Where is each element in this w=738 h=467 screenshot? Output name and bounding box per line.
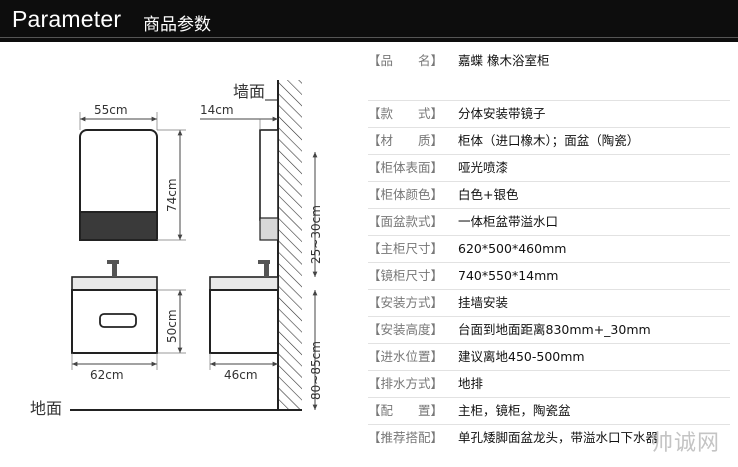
spec-list: 【品 名】嘉蝶 橡木浴室柜 【款 式】分体安装带镜子 【材 质】柜体（进口橡木）…: [368, 48, 730, 451]
spec-label: 【面盆款式】: [368, 214, 444, 229]
spec-value: 挂墙安装: [458, 295, 509, 310]
spec-label: 【品 名】: [368, 53, 444, 68]
dim-mirror-depth: 14cm: [200, 103, 234, 117]
spec-label: 【排水方式】: [368, 376, 444, 391]
spec-label: 【材 质】: [368, 133, 444, 148]
spec-row: 【材 质】柜体（进口橡木）；面盆（陶瓷）: [368, 127, 730, 154]
spec-label: 【进水位置】: [368, 349, 444, 364]
spec-row: 【安装高度】台面到地面距离830mm+_30mm: [368, 316, 730, 343]
header-title-en: Parameter: [12, 6, 122, 32]
spec-row: 【进水位置】建议离地450-500mm: [368, 343, 730, 370]
spec-value: 620*500*460mm: [458, 241, 567, 256]
spec-label: 【镜柜尺寸】: [368, 268, 444, 283]
mirror-front-view: [79, 129, 158, 241]
spec-row: 【柜体颜色】白色+银色: [368, 181, 730, 208]
spec-value: 嘉蝶 橡木浴室柜: [458, 53, 550, 68]
header-bar: Parameter 商品参数: [0, 0, 738, 42]
spec-row: [368, 74, 730, 100]
spec-value: 分体安装带镜子: [458, 106, 546, 121]
spec-label: 【款 式】: [368, 106, 444, 121]
spec-row: 【配 置】主柜，镜柜，陶瓷盆: [368, 397, 730, 424]
spec-value: 主柜，镜柜，陶瓷盆: [458, 403, 571, 418]
wall-label: 墙面: [233, 82, 265, 101]
spec-row: 【排水方式】地排: [368, 370, 730, 397]
spec-label: 【配 置】: [368, 403, 444, 418]
spec-value: 地排: [458, 376, 484, 391]
dimension-diagram: 地面 墙面 55cm 74cm 14cm 25~30cm 50cm 62cm 4…: [30, 80, 323, 418]
spec-value: 柜体（进口橡木）；面盆（陶瓷）: [458, 133, 640, 148]
floor-label: 地面: [30, 399, 62, 418]
cabinet-front-view: [71, 260, 158, 354]
spec-row: 【面盆款式】一体柜盆带溢水口: [368, 208, 730, 235]
wall-hatch: [278, 80, 302, 410]
spec-value: 建议离地450-500mm: [458, 349, 585, 364]
spec-label: 【推荐搭配】: [368, 430, 444, 445]
spec-row: 【品 名】嘉蝶 橡木浴室柜: [368, 48, 730, 74]
mirror-side-view: [259, 129, 279, 241]
spec-row: 【柜体表面】哑光喷漆: [368, 154, 730, 181]
spec-value: 740*550*14mm: [458, 268, 559, 283]
spec-row: 【主柜尺寸】 620*500*460mm: [368, 235, 730, 262]
cabinet-side-view: [209, 260, 279, 354]
dim-mirror-width: 55cm: [94, 103, 128, 117]
spec-row: 【款 式】分体安装带镜子: [368, 100, 730, 127]
spec-row: 【推荐搭配】单孔矮脚面盆龙头，带溢水口下水器: [368, 424, 730, 451]
spec-row: 【镜柜尺寸】 740*550*14mm: [368, 262, 730, 289]
spec-value: 台面到地面距离830mm+_30mm: [458, 322, 651, 337]
dim-mount-height: 80~85cm: [309, 341, 323, 400]
spec-label: 【安装高度】: [368, 322, 444, 337]
header-title-cn: 商品参数: [143, 15, 211, 35]
spec-row: 【安装方式】挂墙安装: [368, 289, 730, 316]
dim-cabinet-height: 50cm: [165, 309, 179, 343]
spec-label: 【柜体表面】: [368, 160, 444, 175]
spec-label: 【柜体颜色】: [368, 187, 444, 202]
spec-value: 哑光喷漆: [458, 160, 509, 175]
header-divider: [0, 37, 738, 38]
dim-cabinet-width: 62cm: [90, 368, 124, 382]
watermark-logo: 帅诚网: [650, 431, 720, 456]
spec-value: 白色+银色: [458, 187, 519, 202]
dim-cabinet-depth: 46cm: [224, 368, 258, 382]
dim-mirror-gap: 25~30cm: [309, 205, 323, 264]
dim-mirror-height: 74cm: [165, 178, 179, 212]
spec-value: 一体柜盆带溢水口: [458, 214, 559, 229]
spec-label: 【主柜尺寸】: [368, 241, 444, 256]
spec-value: 单孔矮脚面盆龙头，带溢水口下水器: [458, 430, 659, 445]
spec-label: 【安装方式】: [368, 295, 444, 310]
